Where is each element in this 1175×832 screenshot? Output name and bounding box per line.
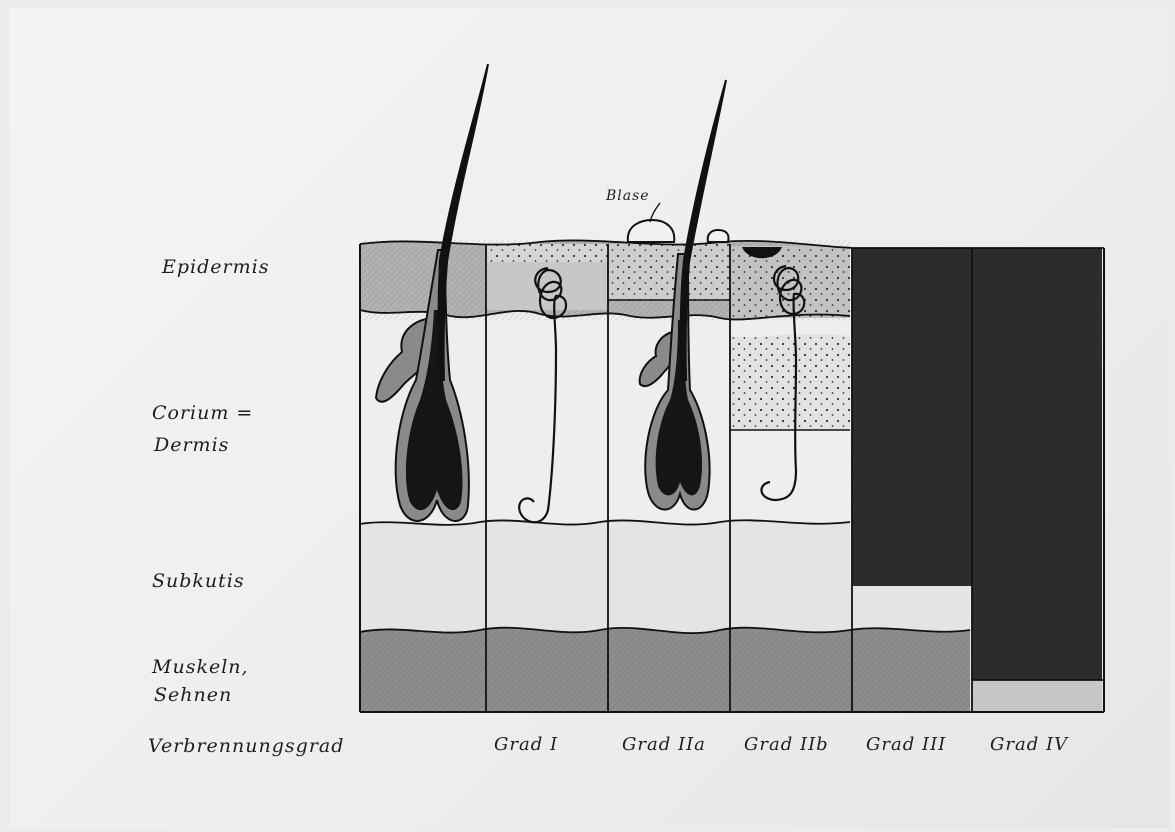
grade4-grain [972,248,1102,680]
label-dermis: Dermis [154,434,229,458]
label-grade-3: Grad III [866,734,946,757]
label-grade-1: Grad I [494,734,558,757]
label-verbrennungsgrad: Verbrennungsgrad [148,735,344,759]
label-muskeln: Muskeln, [152,656,249,680]
blister-large [628,220,674,242]
grade2b-dots-top [730,246,850,318]
blister-small [708,230,729,242]
grade2b-dots-dermis [730,334,850,430]
label-corium: Corium = [152,402,253,426]
label-blase: Blase [606,188,650,206]
grade2a-dots [608,244,730,300]
label-epidermis: Epidermis [162,256,269,280]
label-subkutis: Subkutis [152,570,245,594]
label-grade-4: Grad IV [990,734,1068,757]
label-grade-2a: Grad IIa [622,734,706,757]
label-grade-2b: Grad IIb [744,734,829,757]
muscle-grain [360,628,972,712]
label-sehnen: Sehnen [154,684,232,708]
grade3-grain [852,248,972,584]
grade4-remaining-tissue [972,680,1102,712]
grade1-dots [486,244,608,262]
